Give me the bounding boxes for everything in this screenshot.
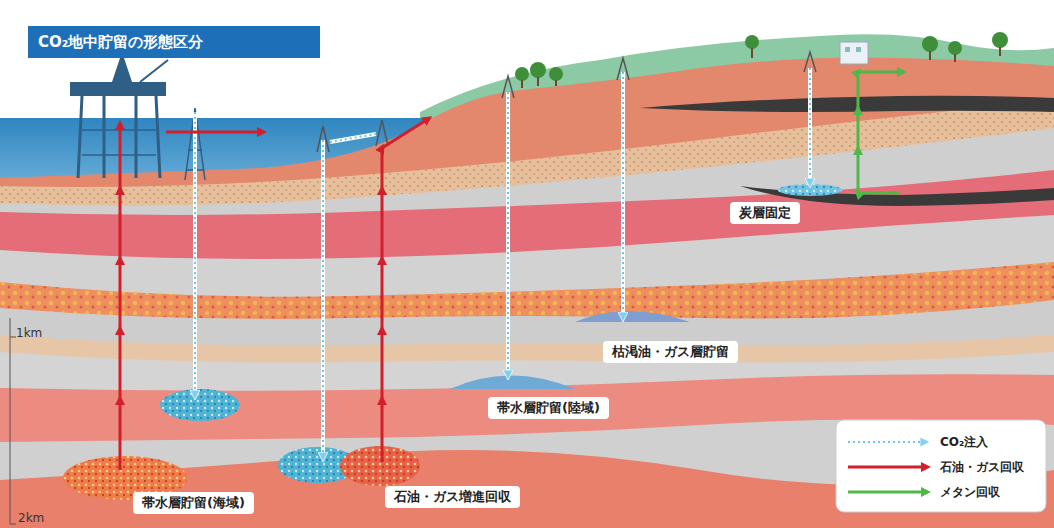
legend-text: 石油・ガス回収 xyxy=(940,460,1024,474)
legend-text: CO₂注入 xyxy=(940,435,988,449)
storage-label-box: 帯水層貯留(海域) xyxy=(133,492,254,514)
depth-label: 1km xyxy=(16,326,42,340)
storage-label: 帯水層貯留(海域) xyxy=(142,495,245,511)
depth-label: 2km xyxy=(18,511,44,525)
storage-label-box: 帯水層貯留(陸域) xyxy=(488,397,609,419)
title-text: CO₂地中貯留の形態区分 xyxy=(38,33,203,52)
title-band: CO₂地中貯留の形態区分 xyxy=(28,26,320,58)
storage-label: 炭層固定 xyxy=(739,205,791,221)
storage-label: 帯水層貯留(陸域) xyxy=(497,400,600,416)
storage-label-box: 炭層固定 xyxy=(730,202,800,224)
legend-text: メタン回収 xyxy=(940,485,1000,499)
storage-label-box: 枯渇油・ガス層貯留 xyxy=(603,341,738,363)
storage-label: 枯渇油・ガス層貯留 xyxy=(612,344,729,360)
storage-label: 石油・ガス増進回収 xyxy=(394,489,511,505)
storage-label-box: 石油・ガス増進回収 xyxy=(385,486,520,508)
